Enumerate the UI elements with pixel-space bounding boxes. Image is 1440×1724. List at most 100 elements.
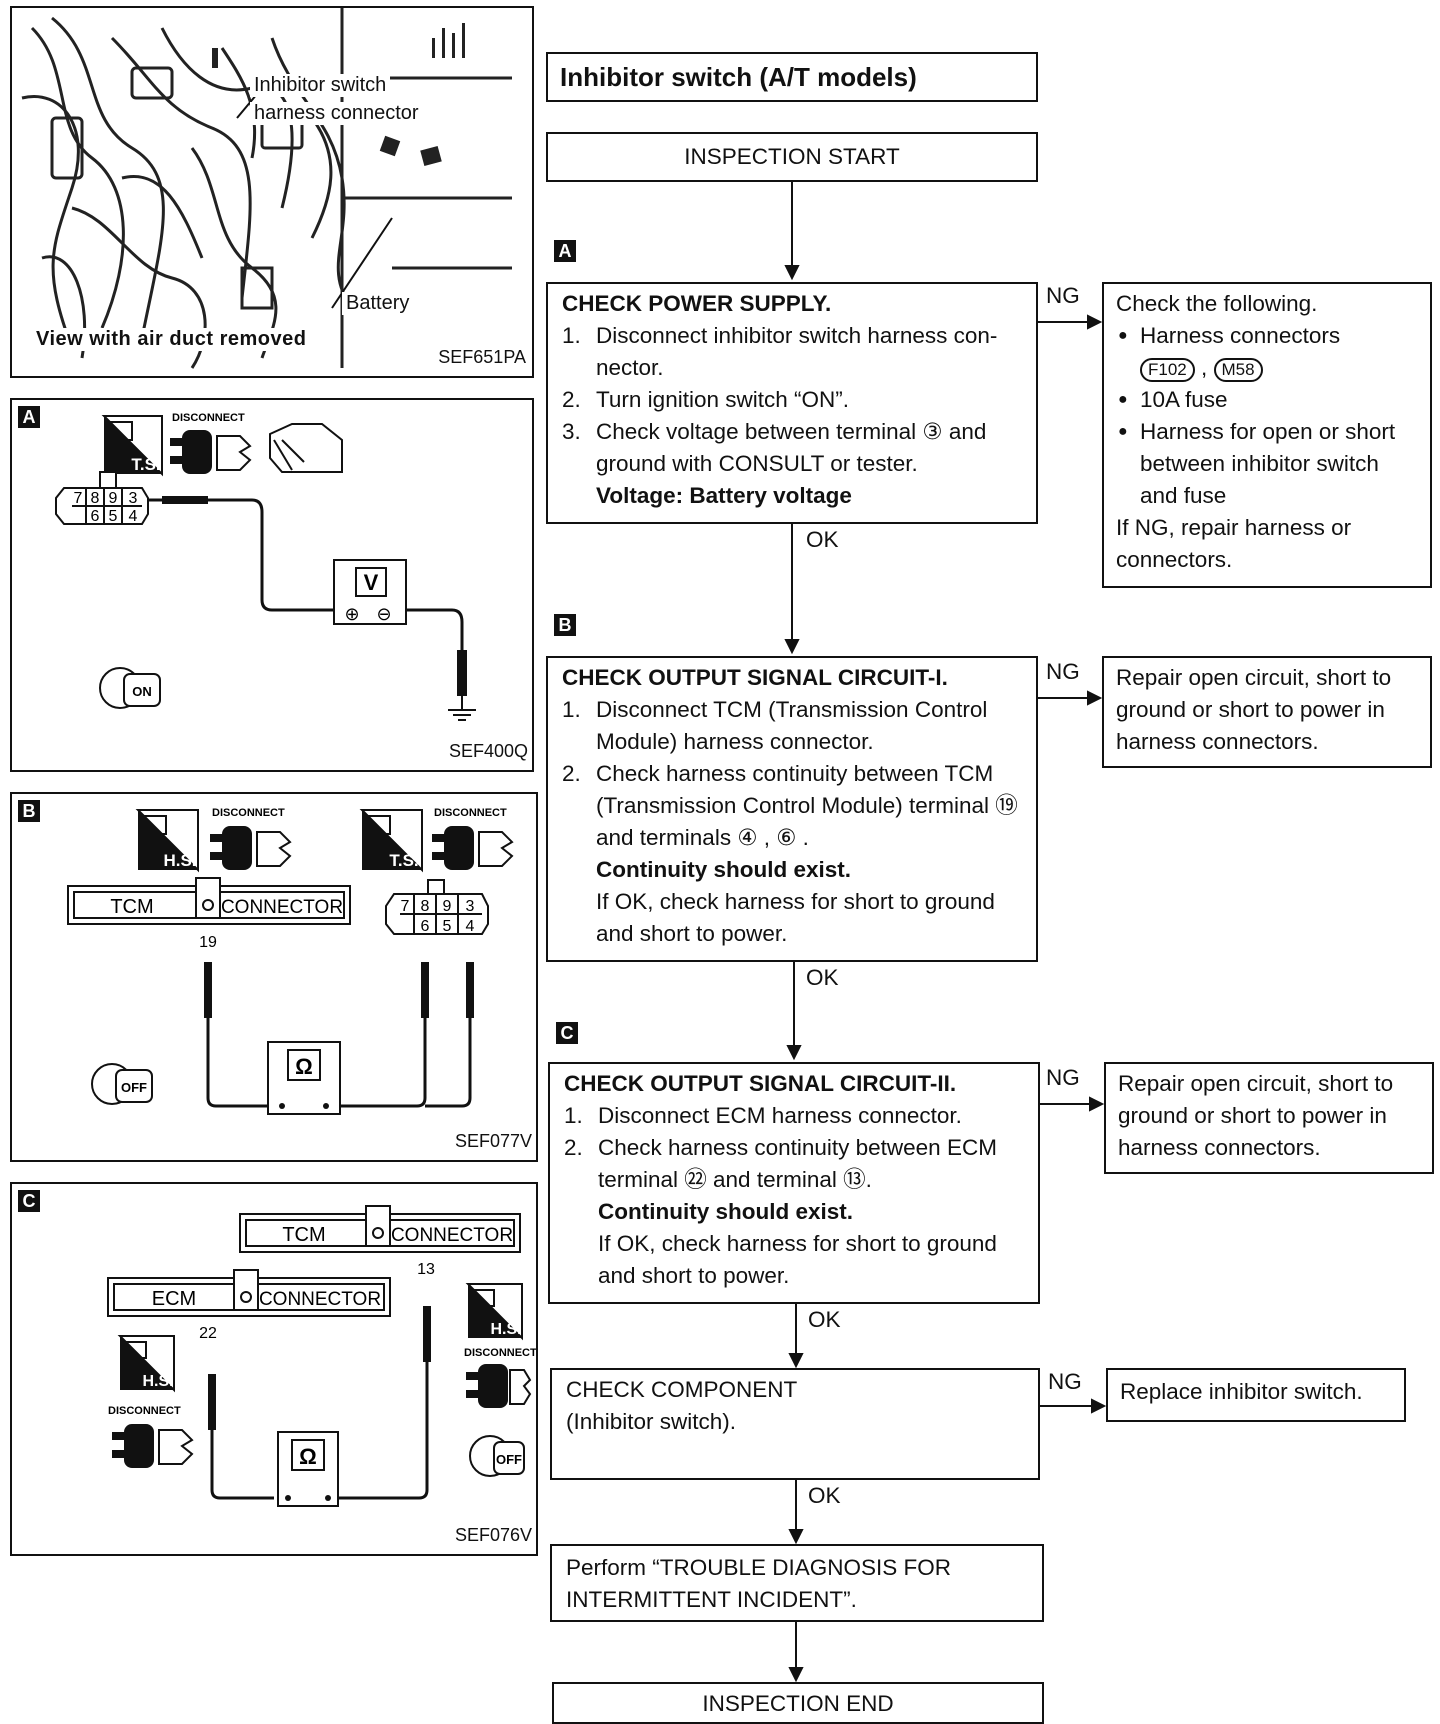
inhibitor-connector bbox=[385, 879, 489, 935]
panel-c-terminal-13: 13 bbox=[417, 1261, 435, 1278]
step-d-heading: CHECK COMPONENT bbox=[566, 1377, 798, 1402]
step-a-ng-label: NG bbox=[1046, 283, 1080, 308]
disconnect-icon bbox=[210, 826, 292, 870]
battery-label: Battery bbox=[342, 292, 414, 315]
probe-terminal-4 bbox=[466, 962, 474, 1018]
panel-a-pin-5: 5 bbox=[109, 508, 118, 525]
panel-b-letter: B bbox=[18, 800, 40, 822]
panel-c-tcm-connector-label: CONNECTOR bbox=[391, 1225, 513, 1246]
voltmeter bbox=[333, 559, 407, 625]
ignition-on-text: ON bbox=[132, 684, 152, 699]
panel-a-pin-3: 3 bbox=[129, 490, 138, 507]
photo-caption: View with air duct removed bbox=[32, 328, 311, 351]
panel-c-ecm-label: ECM bbox=[152, 1288, 196, 1310]
inspection-end: INSPECTION END bbox=[552, 1682, 1044, 1724]
panel-b-pin-9: 9 bbox=[443, 898, 452, 915]
step-c-item: 1.Disconnect ECM harness connector. bbox=[564, 1103, 962, 1128]
step-a-ng-box: Check the following. Harness connectorsF… bbox=[1102, 282, 1432, 588]
step-a-item: 2.Turn ignition switch “ON”. bbox=[562, 387, 849, 412]
panel-c-terminal-22: 22 bbox=[199, 1325, 217, 1342]
hs-tool-icon bbox=[117, 1335, 175, 1393]
panel-c-hs-text-right: H.S. bbox=[490, 1321, 521, 1338]
probe-terminal-22 bbox=[208, 1374, 216, 1430]
step-b-item: 1.Disconnect TCM (Transmission Control M… bbox=[562, 697, 988, 754]
inspection-start: INSPECTION START bbox=[546, 132, 1038, 182]
disconnect-icon bbox=[170, 430, 252, 474]
ecm-connector bbox=[107, 1269, 391, 1317]
connector-code-m58: M58 bbox=[1213, 358, 1263, 382]
step-c-letter: C bbox=[556, 1022, 578, 1044]
perform-box: Perform “TROUBLE DIAGNOSIS FOR INTERMITT… bbox=[550, 1544, 1044, 1622]
voltmeter-symbol: V bbox=[364, 570, 379, 595]
panel-b-pin-7: 7 bbox=[401, 898, 410, 915]
probe-wire-negative bbox=[396, 608, 464, 650]
panel-c-wiring: TCM CONNECTOR 13 ECM CONNECTOR 22 Ω bbox=[107, 1205, 536, 1507]
wire-6 bbox=[334, 1018, 427, 1108]
step-c-note: If OK, check harness for short to ground… bbox=[598, 1231, 997, 1288]
panel-b-pin-5: 5 bbox=[443, 918, 452, 935]
disconnect-icon bbox=[112, 1424, 194, 1468]
ohmmeter-symbol: Ω bbox=[299, 1444, 317, 1469]
step-a-ng-item: 10A fuse bbox=[1116, 384, 1422, 416]
step-d-ng-box: Replace inhibitor switch. bbox=[1106, 1368, 1406, 1422]
step-d-ng-label: NG bbox=[1048, 1369, 1082, 1394]
panel-b-disconnect-text-1: DISCONNECT bbox=[212, 807, 285, 819]
step-a-spec: Voltage: Battery voltage bbox=[596, 483, 852, 508]
step-a-box: CHECK POWER SUPPLY. 1.Disconnect inhibit… bbox=[546, 282, 1038, 524]
hs-tool-icon bbox=[135, 809, 199, 873]
panel-c-disconnect-text-left: DISCONNECT bbox=[108, 1405, 181, 1417]
ignition-key-icon bbox=[91, 1063, 153, 1105]
ignition-off-text: OFF bbox=[121, 1080, 147, 1095]
step-c-box: CHECK OUTPUT SIGNAL CIRCUIT-II. 1.Discon… bbox=[548, 1062, 1040, 1304]
step-a-ok-label: OK bbox=[806, 527, 839, 552]
panel-b-tcm-label: TCM bbox=[110, 896, 153, 918]
harness-connector-label: harness connector bbox=[250, 102, 423, 125]
step-b-heading: CHECK OUTPUT SIGNAL CIRCUIT-I. bbox=[562, 665, 948, 690]
hs-tool-icon bbox=[465, 1283, 523, 1341]
panel-c-letter: C bbox=[18, 1190, 40, 1212]
panel-a-diagram: A T.S. DISCONNECT bbox=[10, 398, 534, 772]
panel-b-disconnect-text-2: DISCONNECT bbox=[434, 807, 507, 819]
step-c-spec: Continuity should exist. bbox=[598, 1199, 854, 1224]
step-d-box: CHECK COMPONENT (Inhibitor switch). bbox=[550, 1368, 1040, 1480]
step-d-ng-text: Replace inhibitor switch. bbox=[1120, 1379, 1363, 1404]
connector-code-f102: F102 bbox=[1140, 358, 1195, 382]
panel-a-pin-7: 7 bbox=[74, 490, 83, 507]
panel-b-pin-3: 3 bbox=[466, 898, 475, 915]
step-b-item: 2.Check harness continuity between TCM (… bbox=[562, 761, 1018, 850]
panel-b-code: SEF077V bbox=[454, 1131, 532, 1151]
step-c-ng-text: Repair open circuit, short to ground or … bbox=[1118, 1071, 1394, 1160]
ignition-key-icon bbox=[99, 667, 161, 709]
disconnect-icon bbox=[466, 1364, 532, 1408]
step-a-ng-footer: If NG, repair harness or connectors. bbox=[1116, 515, 1352, 572]
panel-c-diagram: C TCM CONNECTOR 13 ECM CONNECTOR 22 bbox=[10, 1182, 538, 1556]
panel-a-wiring: T.S. DISCONNECT 7 8 9 3 6 5 4 bbox=[55, 412, 476, 721]
ohmmeter bbox=[277, 1431, 339, 1507]
step-b-ok-label: OK bbox=[806, 965, 839, 990]
flowchart-title: Inhibitor switch (A/T models) bbox=[546, 52, 1038, 102]
step-c-heading: CHECK OUTPUT SIGNAL CIRCUIT-II. bbox=[564, 1071, 957, 1096]
step-d-ok-label: OK bbox=[808, 1483, 841, 1508]
probe-negative bbox=[457, 650, 467, 696]
step-a-letter: A bbox=[554, 240, 576, 262]
step-b-ng-text: Repair open circuit, short to ground or … bbox=[1116, 665, 1392, 754]
panel-a-ts-text: T.S. bbox=[131, 455, 160, 474]
step-b-letter: B bbox=[554, 614, 576, 636]
step-c-ng-box: Repair open circuit, short to ground or … bbox=[1104, 1062, 1434, 1174]
perform-text: Perform “TROUBLE DIAGNOSIS FOR INTERMITT… bbox=[566, 1555, 952, 1612]
panel-a-pin-6: 6 bbox=[91, 508, 100, 525]
panel-c-disconnect-text-right: DISCONNECT bbox=[464, 1347, 536, 1359]
step-a-item: 3.Check voltage between terminal ③ and g… bbox=[562, 419, 987, 476]
panel-b-terminal-19: 19 bbox=[199, 934, 217, 951]
inhibitor-switch-label: Inhibitor switch bbox=[250, 74, 391, 97]
step-a-heading: CHECK POWER SUPPLY. bbox=[562, 291, 832, 316]
probe-terminal-6 bbox=[421, 962, 429, 1018]
panel-b-pin-8: 8 bbox=[421, 898, 430, 915]
tcm-connector bbox=[67, 877, 351, 925]
panel-b-connector-label: CONNECTOR bbox=[221, 897, 343, 918]
tcm-connector bbox=[239, 1205, 521, 1253]
probe-wire-positive bbox=[148, 498, 334, 612]
photo-code: SEF651PA bbox=[438, 347, 526, 367]
step-a-ng-heading: Check the following. bbox=[1116, 291, 1318, 316]
ground-symbol bbox=[448, 696, 476, 721]
